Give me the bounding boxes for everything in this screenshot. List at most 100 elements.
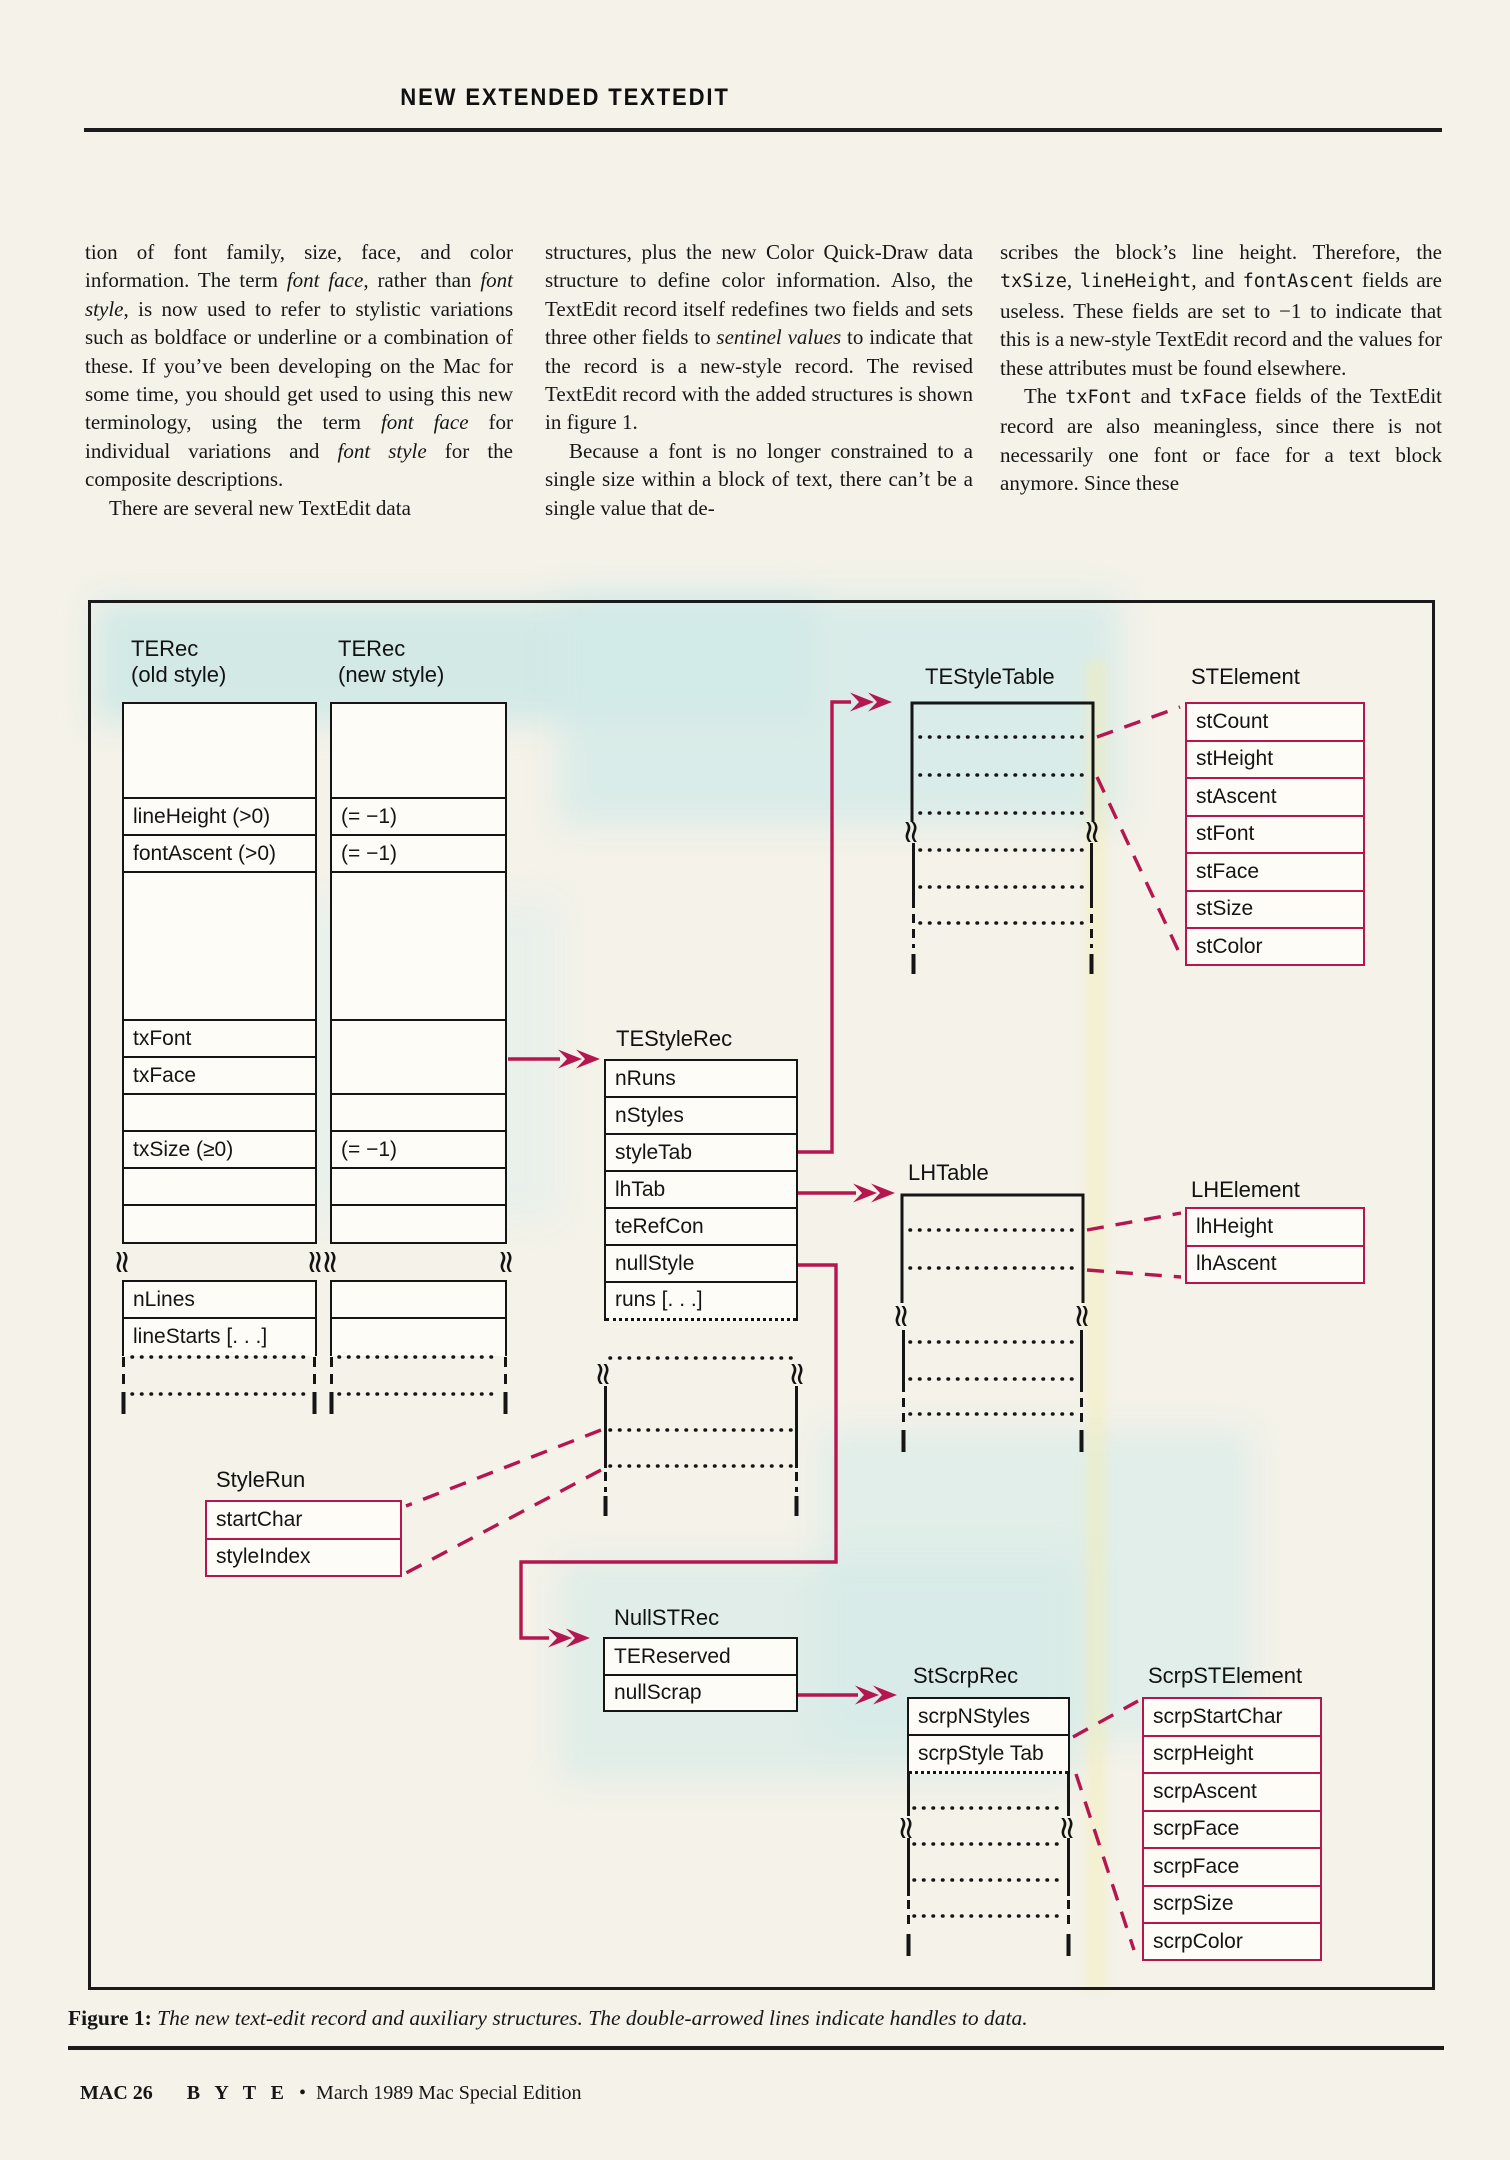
figure-caption: Figure 1: The new text-edit record and a… xyxy=(68,2006,1448,2031)
lhelement-cell-lhheight: lhHeight xyxy=(1187,1209,1363,1247)
figure-caption-label: Figure 1: xyxy=(68,2006,152,2030)
terec-old-record: lineHeight (>0) fontAscent (>0) txFont t… xyxy=(122,702,317,1244)
terec-old-cell xyxy=(124,1095,315,1132)
terec-new-cell xyxy=(332,1169,505,1206)
stscrprec-label: StScrpRec xyxy=(913,1663,1019,1688)
testylerec-cell-nruns: nRuns xyxy=(606,1061,796,1098)
stelement-cell-stface: stFace xyxy=(1187,854,1363,892)
article-text-segment: , and xyxy=(1191,268,1243,293)
lhelement-label: LHElement xyxy=(1191,1177,1300,1202)
stelement-label: STElement xyxy=(1191,664,1300,689)
stelement-cell-stsize: stSize xyxy=(1187,892,1363,929)
terec-new-cell-sentinel: (= −1) xyxy=(332,799,505,836)
article-text-segment: , is now used to refer to stylistic vari… xyxy=(85,296,513,435)
stscrprec-record: scrpNStyles scrpStyle Tab xyxy=(907,1697,1070,1774)
break-squiggle: ≈ xyxy=(1074,818,1112,846)
stylerun-cell-styleindex: styleIndex xyxy=(216,1545,311,1568)
testyletable-label: TEStyleTable xyxy=(925,664,1055,689)
article-text-segment: tion of font family, size, face, and col… xyxy=(85,240,513,293)
stelement-cell-stcolor: stColor xyxy=(1196,934,1263,958)
page-title: NEW EXTENDED TEXTEDIT xyxy=(400,84,730,111)
article-text-segment: txFace xyxy=(1179,387,1247,409)
article-text-segment: txSize xyxy=(1000,271,1067,293)
testylerec-cell-nullstyle: nullStyle xyxy=(606,1246,796,1283)
break-squiggle: ≈ xyxy=(312,1248,350,1276)
article-text-segment: fields of the TextEdit record are also m… xyxy=(1000,384,1443,496)
terec-old-cell-txfont: txFont xyxy=(124,1021,315,1058)
terec-new-label: TERec (new style) xyxy=(338,636,445,687)
article-text-segment: font style xyxy=(85,268,513,321)
article-text-segment: The xyxy=(1024,384,1066,409)
scrpstelement-cell-scrpheight: scrpHeight xyxy=(1144,1737,1320,1774)
scrpstelement-cell-scrpstartchar: scrpStartChar xyxy=(1144,1699,1320,1737)
stelement-cell-stfont: stFont xyxy=(1187,817,1363,854)
scrpstelement-label: ScrpSTElement xyxy=(1148,1663,1303,1688)
terec-new-cell-sentinel: (= −1) xyxy=(332,1132,505,1169)
terec-old-label: TERec (old style) xyxy=(131,636,227,687)
header-rule xyxy=(84,128,1442,132)
testylerec-cell-runs: runs [. . .] xyxy=(606,1283,796,1321)
testylerec-cell-styletab: styleTab xyxy=(606,1135,796,1172)
article-column-3: scribes the block’s line height. Therefo… xyxy=(1000,238,1442,498)
stylerun-cell-startchar: startChar xyxy=(207,1502,400,1540)
break-squiggle: ≈ xyxy=(779,1360,817,1388)
article-column-2: structures, plus the new Color Quick-Dra… xyxy=(545,238,973,522)
caption-rule xyxy=(68,2046,1444,2050)
testylerec-label: TEStyleRec xyxy=(616,1026,733,1051)
stylerun-label: StyleRun xyxy=(216,1467,306,1492)
footer-page-number: MAC 26 xyxy=(80,2082,153,2104)
article-column-1: tion of font family, size, face, and col… xyxy=(85,238,513,522)
terec-old-record-tail: nLines lineStarts [. . .] xyxy=(122,1280,317,1356)
terec-old-cell-linestarts: lineStarts [. . .] xyxy=(133,1325,268,1348)
terec-old-cell-fontascent: fontAscent (>0) xyxy=(124,836,315,873)
scrpstelement-cell-scrpsize: scrpSize xyxy=(1144,1887,1320,1924)
testylerec-cell-lhtab: lhTab xyxy=(606,1172,796,1209)
break-squiggle: ≈ xyxy=(488,1248,526,1276)
terec-old-cell-txface: txFace xyxy=(124,1058,315,1095)
terec-new-cell xyxy=(332,1319,505,1355)
stelement-cell-stcount: stCount xyxy=(1187,704,1363,742)
article-text-segment: , xyxy=(1066,268,1080,293)
stscrprec-cell-scrpnstyles: scrpNStyles xyxy=(909,1699,1068,1736)
article-text-segment: scribes the block’s line height. Therefo… xyxy=(1000,240,1442,264)
terec-new-cell xyxy=(332,1021,505,1095)
terec-old-cell-nlines: nLines xyxy=(124,1282,315,1319)
break-squiggle: ≈ xyxy=(888,1814,926,1842)
footer-magazine-name: B Y T E xyxy=(186,2082,290,2104)
article-text-segment: structures, plus the new Color Quick-Dra… xyxy=(545,240,973,350)
article-text-segment: txFont xyxy=(1065,387,1133,409)
terec-old-cell xyxy=(124,873,315,1021)
nullstrec-cell-tereserved: TEReserved xyxy=(605,1639,796,1676)
testylerec-record: nRuns nStyles styleTab lhTab teRefCon nu… xyxy=(604,1059,798,1321)
footer-issue: March 1989 Mac Special Edition xyxy=(316,2082,582,2104)
break-squiggle: ≈ xyxy=(893,818,931,846)
nullstrec-cell-nullscrap: nullScrap xyxy=(614,1681,702,1704)
stscrprec-cell-scrpstyletab: scrpStyle Tab xyxy=(909,1736,1068,1774)
stelement-record: stCount stHeight stAscent stFont stFace … xyxy=(1185,702,1365,966)
lhtable-label: LHTable xyxy=(908,1160,989,1185)
terec-new-cell xyxy=(332,704,505,799)
article-text-segment: There are several new TextEdit data xyxy=(109,495,411,520)
terec-new-record-tail xyxy=(330,1280,507,1356)
article-text-segment: for the composite descriptions. xyxy=(85,438,513,492)
break-squiggle: ≈ xyxy=(104,1248,142,1276)
article-text-segment: font face xyxy=(380,410,469,435)
article-text-segment: font face xyxy=(286,268,364,293)
article-text-segment: sentinel values xyxy=(716,325,842,350)
article-text-segment: for individual variations and xyxy=(85,410,513,463)
scrpstelement-record: scrpStartChar scrpHeight scrpAscent scrp… xyxy=(1142,1697,1322,1961)
terec-new-cell xyxy=(332,1282,505,1319)
scrpstelement-cell-scrpface: scrpFace xyxy=(1144,1849,1320,1887)
terec-old-cell xyxy=(124,1169,315,1206)
lhelement-record: lhHeight lhAscent xyxy=(1185,1207,1365,1284)
stylerun-record: startChar styleIndex xyxy=(205,1500,402,1577)
footer-bullet: • xyxy=(299,2082,307,2104)
terec-old-cell xyxy=(124,704,315,799)
page-footer: MAC 26 B Y T E • March 1989 Mac Special Edi… xyxy=(80,2082,582,2105)
break-squiggle: ≈ xyxy=(883,1302,921,1330)
article-text-segment: , rather than xyxy=(363,268,481,293)
article-text-segment: and xyxy=(1132,384,1180,409)
terec-new-cell xyxy=(332,1095,505,1132)
terec-new-record: (= −1) (= −1) (= −1) xyxy=(330,702,507,1244)
